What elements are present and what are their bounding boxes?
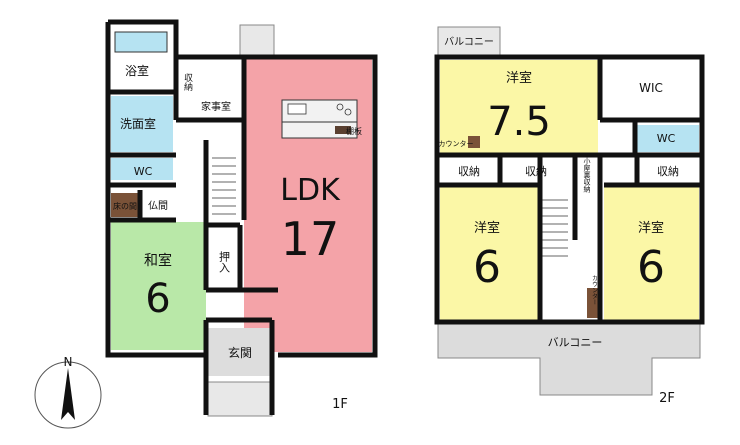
storage2-2: 収納	[525, 165, 547, 178]
rear-porch	[239, 24, 275, 58]
stairs-1f	[212, 157, 236, 215]
sink-icon	[287, 103, 307, 115]
shelf-mark	[335, 126, 351, 134]
tokonoma-fill	[111, 193, 139, 217]
washroom-label: 洗面室	[120, 116, 156, 131]
stove-icon	[336, 103, 344, 111]
western-main-name: 洋室	[506, 70, 532, 86]
floor-1: 浴室 洗面室 WC 収納 家事室 LDK 17 棚板 床の間 仏間 和室 6 押…	[105, 19, 378, 417]
washroom-fill	[111, 96, 173, 152]
counter-left-mark	[468, 136, 480, 148]
balcony-bottom-label: バルコニー	[548, 336, 603, 349]
wc-label: WC	[134, 165, 153, 178]
shelf-label: 棚板	[346, 126, 362, 136]
closet-label: 押入	[218, 250, 231, 273]
walls-2f	[434, 54, 705, 325]
ldk-size: 17	[281, 212, 340, 266]
housework-label: 家事室	[201, 100, 231, 113]
counter-right-label: カウンター	[591, 275, 598, 305]
storage2-3: 収納	[657, 165, 679, 178]
western-left-fill	[440, 185, 538, 320]
ldk-name: LDK	[280, 173, 341, 208]
balcony-top-label: バルコニー	[444, 36, 494, 48]
western-left-size: 6	[473, 242, 501, 293]
counter-left-label: カウンター	[439, 139, 474, 148]
western-right-size: 6	[637, 242, 665, 293]
washitsu-size: 6	[145, 276, 170, 322]
bathtub	[114, 31, 168, 53]
compass-icon: N	[34, 355, 102, 429]
stairs-2f	[542, 199, 568, 257]
entrance-porch	[207, 381, 273, 417]
compass-north-label: N	[64, 355, 73, 369]
tokonoma-label: 床の間	[113, 201, 137, 211]
wc2-label: WC	[657, 132, 676, 145]
balcony-bottom	[437, 321, 701, 396]
bath-label: 浴室	[125, 63, 149, 78]
balcony-top	[437, 26, 501, 58]
attic-label: 小屋裏収納	[583, 157, 591, 194]
washitsu-fill	[111, 222, 206, 350]
washitsu-name: 和室	[144, 252, 172, 269]
western-left-name: 洋室	[474, 220, 500, 236]
floor-2: バルコニー 洋室 7.5 WIC WC カウンター 収納 収納 収納 小屋裏収納…	[434, 26, 705, 406]
western-main-size: 7.5	[487, 99, 551, 145]
walls-1f	[105, 19, 378, 415]
wic-label: WIC	[639, 81, 663, 95]
floor2-label: 2F	[659, 391, 675, 406]
storage2-1: 収納	[458, 165, 480, 178]
western-main-fill	[440, 60, 598, 155]
western-right-fill	[604, 185, 699, 320]
stove-icon	[344, 108, 352, 116]
floor1-label: 1F	[332, 397, 348, 412]
genkan-fill	[208, 328, 270, 376]
wc2-fill	[637, 125, 699, 152]
storage-label: 収納	[182, 72, 193, 92]
western-right-name: 洋室	[638, 220, 664, 236]
wc-fill	[111, 158, 173, 180]
altar-label: 仏間	[148, 200, 168, 212]
entrance-label: 玄関	[228, 345, 252, 360]
